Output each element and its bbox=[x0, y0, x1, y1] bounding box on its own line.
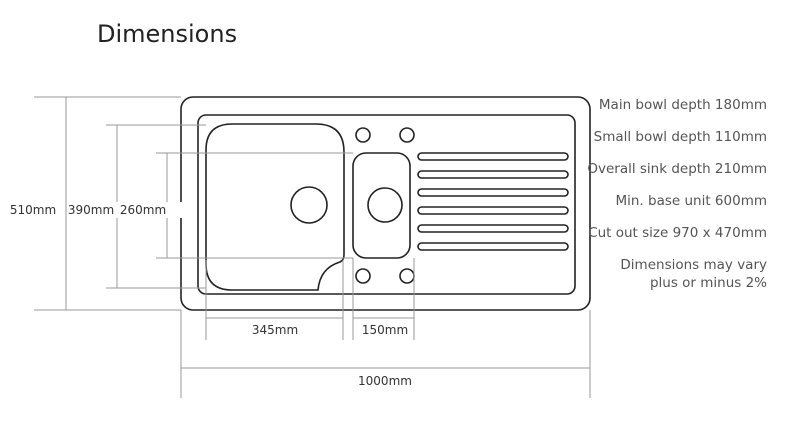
tap-hole bbox=[399, 127, 415, 143]
tap-hole bbox=[399, 268, 415, 284]
tap-hole bbox=[355, 127, 371, 143]
sink-outer-rim bbox=[180, 96, 591, 311]
drainer-groove bbox=[417, 206, 569, 215]
overall-height-label: 510mm bbox=[10, 203, 56, 217]
drainer-groove bbox=[417, 188, 569, 197]
tolerance-note-line1: Dimensions may vary bbox=[620, 257, 767, 273]
spec-min-base-unit: Min. base unit 600mm bbox=[615, 193, 767, 209]
drainer-groove bbox=[417, 242, 569, 251]
bowl-area-height-label: 390mm bbox=[68, 203, 114, 217]
tolerance-note-line2: plus or minus 2% bbox=[649, 275, 767, 291]
tap-hole bbox=[355, 268, 371, 284]
spec-main-bowl-depth: Main bowl depth 180mm bbox=[598, 97, 767, 113]
drainer-groove bbox=[417, 152, 569, 161]
main-bowl-height-label: 260mm bbox=[120, 203, 166, 217]
overall-width-label: 1000mm bbox=[358, 374, 412, 388]
main-bowl-width-label: 345mm bbox=[252, 323, 298, 337]
main-bowl-drain bbox=[290, 186, 328, 224]
sink-drawing bbox=[180, 96, 591, 311]
page-title: Dimensions bbox=[97, 20, 238, 48]
small-bowl bbox=[352, 152, 411, 259]
small-bowl-width-label: 150mm bbox=[362, 323, 408, 337]
drainer-groove bbox=[417, 224, 569, 233]
spec-overall-sink-depth: Overall sink depth 210mm bbox=[587, 161, 767, 177]
spec-cut-out-size: Cut out size 970 x 470mm bbox=[588, 225, 767, 241]
drainer-groove bbox=[417, 170, 569, 179]
dimension-lines bbox=[34, 96, 591, 398]
small-bowl-drain bbox=[367, 187, 403, 223]
spec-small-bowl-depth: Small bowl depth 110mm bbox=[593, 129, 767, 145]
sink-inner-tray bbox=[197, 114, 576, 295]
main-bowl bbox=[205, 123, 345, 291]
